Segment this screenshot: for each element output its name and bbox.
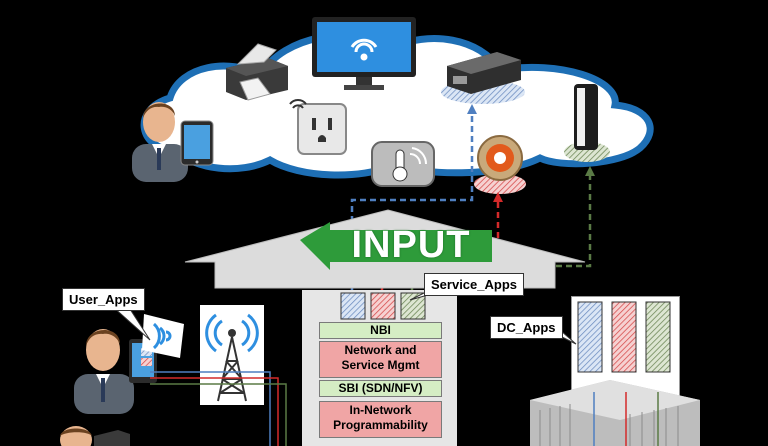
sbi-layer: SBI (SDN/NFV) [319,380,442,397]
tablet-icon [180,120,214,166]
printer-icon [226,43,288,101]
cell-tower-icon [200,305,264,405]
person-icon [132,102,188,182]
tv-icon [312,17,416,90]
power-outlet-icon [297,103,347,155]
programmability-line2: Programmability [333,418,428,432]
thermostat-icon [474,135,526,194]
server-rack-icon [530,380,700,446]
dc-apps-callout: DC_Apps [490,316,563,339]
service-apps-boxes [340,292,426,320]
person-icon [74,329,134,414]
user-apps-callout: User_Apps [62,288,145,311]
wifi-icon [350,38,378,61]
nbi-layer: NBI [319,322,442,339]
dc-apps-boxes [577,301,671,373]
programmability-line1: In-Network [349,403,412,417]
router-icon [564,84,610,162]
service-apps-callout: Service_Apps [424,273,524,296]
network-mgmt-line2: Service Mgmt [341,358,420,372]
input-banner-label: INPUT [351,224,471,266]
thermometer-icon [371,141,435,187]
programmability-layer: In-Network Programmability [319,401,442,438]
wifi-icon [142,314,184,358]
person-icon [60,426,92,446]
set-top-box-icon [441,52,525,104]
wifi-icon [289,99,307,109]
network-mgmt-line1: Network and [344,343,417,357]
network-mgmt-layer: Network and Service Mgmt [319,341,442,378]
printer-icon [94,430,130,446]
